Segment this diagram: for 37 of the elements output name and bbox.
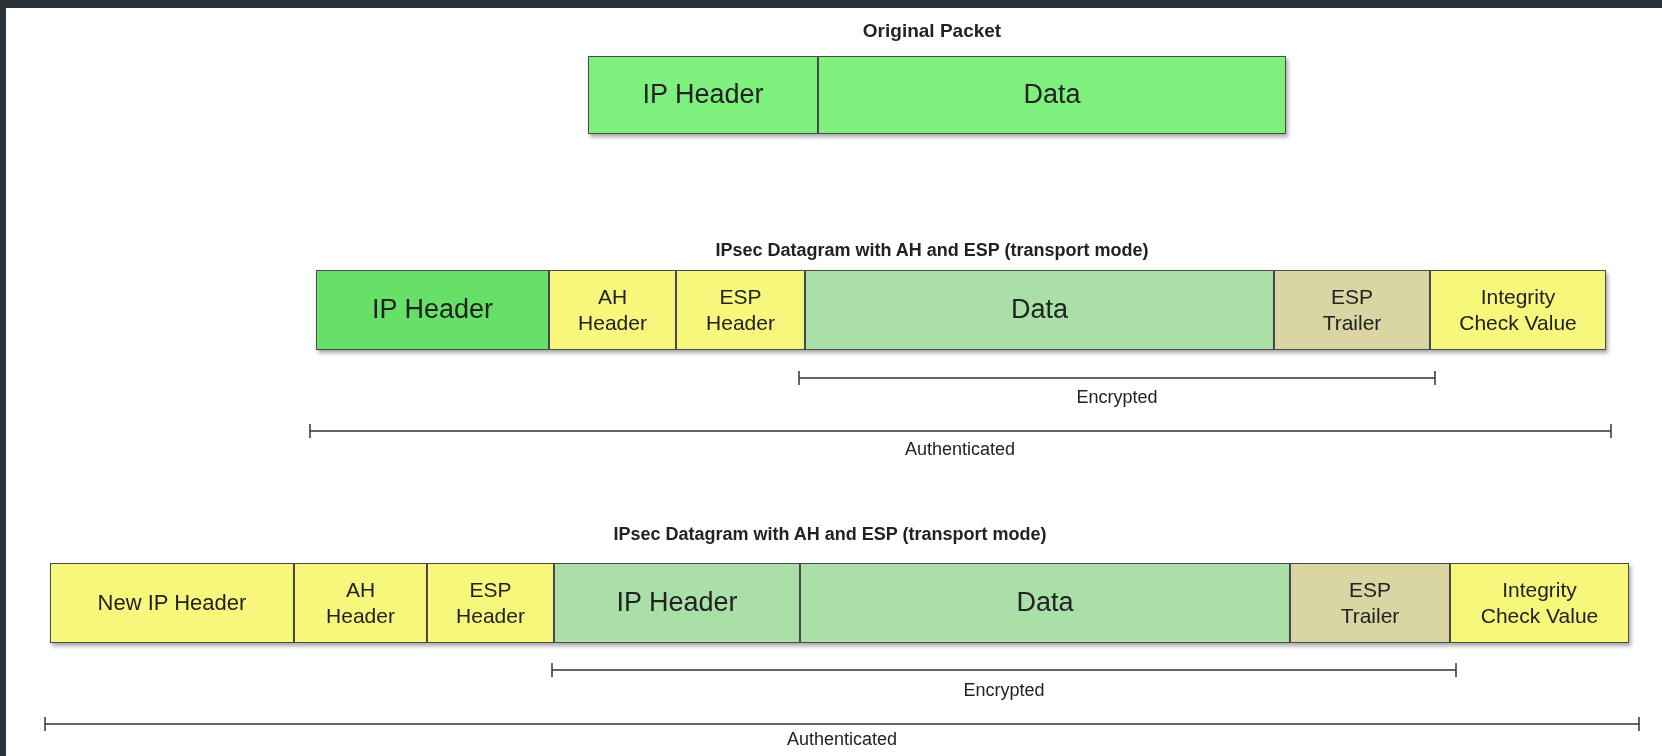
packet-field-box <box>805 270 1274 350</box>
packet-title: IPsec Datagram with AH and ESP (transport mode) <box>715 240 1149 261</box>
packet-field-box <box>1274 270 1430 350</box>
packet-field-box <box>1430 270 1606 350</box>
packet-field-box <box>1450 563 1629 643</box>
field-name: AH Header <box>577 283 648 336</box>
packet-field-box <box>676 270 805 350</box>
packet-field-box <box>294 563 427 643</box>
range-label: Authenticated <box>904 439 1016 460</box>
packet-field-box <box>554 563 800 643</box>
packet-title: IPsec Datagram with AH and ESP (transport mode) <box>613 524 1047 545</box>
field-name: New IP Header <box>97 589 247 617</box>
field-name: Data <box>1023 78 1081 112</box>
packet-field-box <box>316 270 549 350</box>
packet-field-box <box>588 56 818 134</box>
field-name: Data <box>1016 586 1074 620</box>
field-name: IP Header <box>616 586 738 620</box>
range-label: Encrypted <box>963 680 1045 701</box>
field-name: Data <box>1010 293 1068 327</box>
packet-field-box <box>818 56 1286 134</box>
packet-field-box <box>800 563 1290 643</box>
packet-field-box <box>50 563 294 643</box>
field-name: IP Header <box>371 293 494 327</box>
field-name: ESP Header <box>455 576 526 629</box>
field-name: IP Header <box>642 78 764 112</box>
field-name: ESP Trailer <box>1339 576 1401 629</box>
range-label: Authenticated <box>786 729 898 750</box>
packet-field-box <box>427 563 554 643</box>
field-name: AH Header <box>325 576 396 629</box>
field-name: Integrity Check Value <box>1458 283 1578 336</box>
field-name: Integrity Check Value <box>1479 576 1600 629</box>
packet-field-box <box>549 270 676 350</box>
field-name: ESP Trailer <box>1321 283 1383 336</box>
field-name: ESP Header <box>705 283 776 336</box>
range-label: Encrypted <box>1076 387 1158 408</box>
packet-field-box <box>1290 563 1450 643</box>
packet-title: Original Packet <box>862 20 1002 42</box>
